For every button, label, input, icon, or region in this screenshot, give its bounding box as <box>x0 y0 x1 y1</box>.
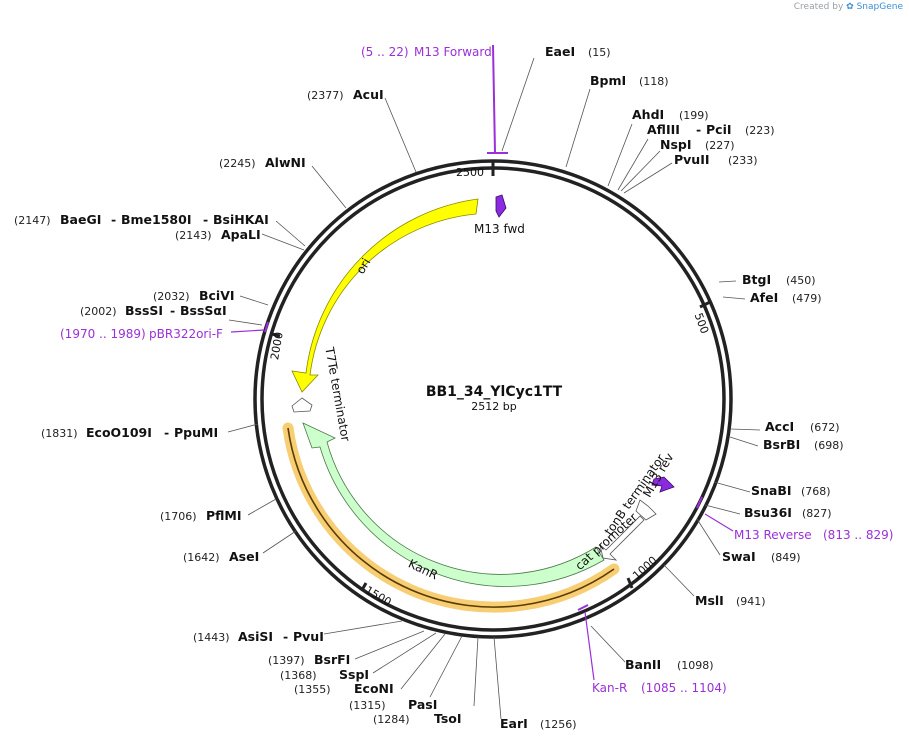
enzyme-afliii-pcii[interactable]: AflIII-PciI(223) <box>647 122 775 137</box>
enzyme-asisi-pvui[interactable]: (1443)AsiSI-PvuI <box>193 629 324 644</box>
tick-1500-label: 1500 <box>363 584 394 609</box>
tick-2500-label: 2500 <box>456 166 484 179</box>
tick-500-mark <box>699 300 711 309</box>
m13-fwd-label: M13 fwd <box>474 222 525 236</box>
ori-label: ori <box>353 256 373 277</box>
enzyme-apali[interactable]: (2143)ApaLI <box>175 227 261 242</box>
enzyme-acci[interactable]: AccI(672) <box>765 419 840 434</box>
ori-feature[interactable] <box>291 198 479 393</box>
enzyme-labels: EaeI(15) BpmI(118) AhdI(199) AflIII-PciI… <box>14 44 844 731</box>
enzyme-swai[interactable]: SwaI(849) <box>722 549 801 564</box>
primer-marks <box>230 44 734 681</box>
m13-forward-name: M13 Forward <box>414 45 492 59</box>
enzyme-afei[interactable]: AfeI(479) <box>750 290 822 305</box>
m13-reverse-range: (813 .. 829) <box>823 528 893 542</box>
enzyme-pvuii[interactable]: PvuII(233) <box>674 152 758 167</box>
tick-marks <box>271 160 711 591</box>
enzyme-leaders <box>227 57 761 720</box>
primer-labels: (5 .. 22) M13 Forward M13 Reverse (813 .… <box>60 45 893 695</box>
pbr322ori-leader <box>230 329 265 333</box>
enzyme-ecoo109i-ppumi[interactable]: (1831)EcoO109I-PpuMI <box>41 425 218 440</box>
kan-r-mark <box>577 604 589 611</box>
enzyme-asei[interactable]: (1642)AseI <box>183 549 259 564</box>
tonb-terminator-feature[interactable] <box>635 499 657 521</box>
pbr322ori-range: (1970 .. 1989) <box>60 327 146 341</box>
kanr-orf-line <box>287 427 615 608</box>
m13-reverse-mark <box>696 496 703 509</box>
enzyme-bsrbi[interactable]: BsrBI(698) <box>763 437 844 452</box>
tick-2000-label: 2000 <box>268 331 286 361</box>
kan-r-leader <box>584 611 595 681</box>
enzyme-eaei[interactable]: EaeI(15) <box>545 44 611 59</box>
enzyme-nspi[interactable]: NspI(227) <box>660 137 735 152</box>
m13-reverse-name: M13 Reverse <box>734 528 812 542</box>
plasmid-length: 2512 bp <box>471 400 516 413</box>
enzyme-bsssi-bsssai[interactable]: (2002)BssSI-BssSαI <box>80 303 227 318</box>
m13-reverse-leader <box>704 513 734 532</box>
enzyme-msli[interactable]: MslI(941) <box>695 593 766 608</box>
tick-2000-mark <box>271 332 281 338</box>
enzyme-bsu36i[interactable]: Bsu36I(827) <box>744 505 832 520</box>
m13-forward-leader <box>492 44 496 154</box>
enzyme-banii[interactable]: BanII(1098) <box>625 657 714 672</box>
m13-fwd-feature[interactable] <box>495 194 507 218</box>
enzyme-bcivi[interactable]: (2032)BciVI <box>153 288 235 303</box>
enzyme-snabi[interactable]: SnaBI(768) <box>751 483 831 498</box>
credit-prefix: Created by <box>793 2 844 12</box>
credit-brand: SnapGene <box>856 2 903 12</box>
m13-forward-range: (5 .. 22) <box>361 45 409 59</box>
enzyme-btgi[interactable]: BtgI(450) <box>742 272 816 287</box>
m13-rev-feature[interactable] <box>651 476 675 493</box>
enzyme-pasi[interactable]: (1315)PasI <box>349 697 437 712</box>
enzyme-sspi[interactable]: (1368)SspI <box>280 667 369 682</box>
plasmid-name: BB1_34_YlCyc1TT <box>426 384 563 400</box>
kanr-feature[interactable] <box>302 422 605 587</box>
enzyme-tsoi[interactable]: (1284)TsoI <box>373 711 462 726</box>
enzyme-acui[interactable]: (2377)AcuI <box>307 87 384 102</box>
snapgene-logo-icon: ✿ <box>846 2 854 12</box>
t7te-label: T7Te terminator <box>322 345 353 442</box>
kan-r-range: (1085 .. 1104) <box>641 681 727 695</box>
tick-1500-mark <box>360 582 368 591</box>
enzyme-bsrfi[interactable]: (1397)BsrFI <box>268 652 350 667</box>
enzyme-eari[interactable]: EarI(1256) <box>500 716 577 731</box>
enzyme-ahdi[interactable]: AhdI(199) <box>632 107 709 122</box>
kan-r-name: Kan-R <box>592 681 627 695</box>
pbr322ori-mark <box>264 321 269 333</box>
tick-1000-mark <box>626 577 634 589</box>
enzyme-bpmi[interactable]: BpmI(118) <box>590 73 669 88</box>
enzyme-baegi-bme1580i-bsihkai[interactable]: (2147)BaeGI-Bme1580I-BsiHKAI <box>14 212 269 227</box>
enzyme-alwni[interactable]: (2245)AlwNI <box>219 155 306 170</box>
cat-promoter-feature[interactable] <box>599 515 645 561</box>
enzyme-econi[interactable]: (1355)EcoNI <box>294 681 394 696</box>
snapgene-credit: Created by ✿ SnapGene <box>794 2 903 12</box>
tick-1000-label: 1000 <box>630 554 660 582</box>
pbr322ori-name: pBR322ori-F <box>149 327 223 341</box>
t7te-terminator-feature[interactable] <box>291 397 313 413</box>
cat-promoter-label: cat promoter <box>573 510 640 573</box>
enzyme-pflmi[interactable]: (1706)PflMI <box>160 508 242 523</box>
